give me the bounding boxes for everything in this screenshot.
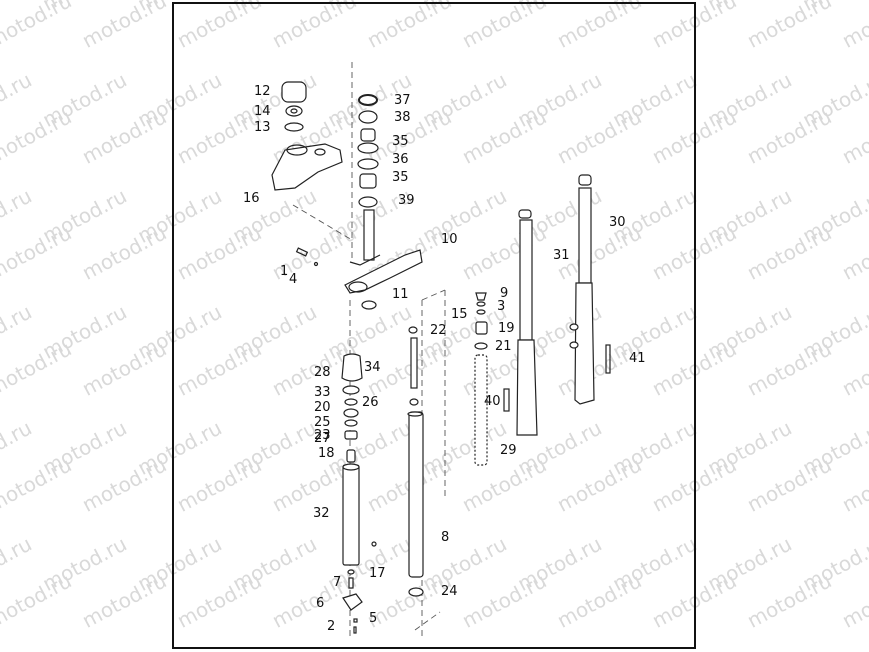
part-12-cap (281, 81, 307, 103)
part-30-right-fork-leg (569, 174, 595, 405)
part-4-washer (313, 261, 319, 267)
callout-12: 12 (254, 84, 271, 99)
part-10-lower-clamp (344, 249, 423, 294)
diagram-frame (172, 2, 696, 649)
callout-1: 1 (280, 264, 288, 279)
callout-2: 2 (327, 619, 335, 634)
callout-18: 18 (318, 446, 335, 461)
callout-22: 22 (430, 323, 447, 338)
part-14-nut (285, 105, 303, 117)
callout-labels: 1214131637383536353910141122342628332025… (243, 84, 646, 634)
callout-17: 17 (369, 566, 386, 581)
callout-24: 24 (441, 584, 458, 599)
callout-9: 9 (500, 286, 508, 301)
callout-36: 36 (392, 152, 409, 167)
callout-4: 4 (289, 272, 297, 287)
callout-30: 30 (609, 215, 626, 230)
callout-33: 33 (314, 385, 331, 400)
callout-15: 15 (451, 307, 468, 322)
callout-16: 16 (243, 191, 260, 206)
callout-25: 25 (314, 415, 331, 430)
callout-34: 34 (364, 360, 381, 375)
callout-7: 7 (333, 575, 341, 590)
part-1-bolt (295, 247, 309, 257)
callout-29: 29 (500, 443, 517, 458)
callout-8: 8 (441, 530, 449, 545)
part-31-left-fork-leg (516, 209, 538, 436)
callout-40: 40 (484, 394, 501, 409)
callout-39: 39 (398, 193, 415, 208)
callout-20: 20 (314, 400, 331, 415)
callout-13: 13 (254, 120, 271, 135)
callout-23: 23 (314, 428, 331, 443)
callout-32: 32 (313, 506, 330, 521)
callout-6: 6 (316, 596, 324, 611)
inner-tube-assembly (407, 326, 424, 597)
callout-41: 41 (629, 351, 646, 366)
part-40-reflector-plate (503, 388, 510, 412)
callout-14: 14 (254, 104, 271, 119)
callout-37: 37 (394, 93, 411, 108)
callout-5: 5 (369, 611, 377, 626)
part-13-washer (284, 122, 304, 132)
callout-28: 28 (314, 365, 331, 380)
steering-stack (357, 94, 379, 261)
spring-assembly (474, 292, 488, 466)
callout-26: 26 (362, 395, 379, 410)
part-41-reflector (605, 344, 611, 374)
callout-11: 11 (392, 287, 409, 302)
callout-38: 38 (394, 110, 411, 125)
left-fork-internals (341, 353, 377, 634)
callout-35b: 35 (392, 170, 409, 185)
part-16-upper-clamp (271, 143, 343, 191)
callout-10: 10 (441, 232, 458, 247)
callout-27: 27 (314, 431, 331, 446)
callout-21: 21 (495, 339, 512, 354)
callout-31: 31 (553, 248, 570, 263)
callout-3: 3 (497, 299, 505, 314)
callout-19: 19 (498, 321, 515, 336)
callout-35: 35 (392, 134, 409, 149)
part-11-oring (361, 300, 377, 310)
